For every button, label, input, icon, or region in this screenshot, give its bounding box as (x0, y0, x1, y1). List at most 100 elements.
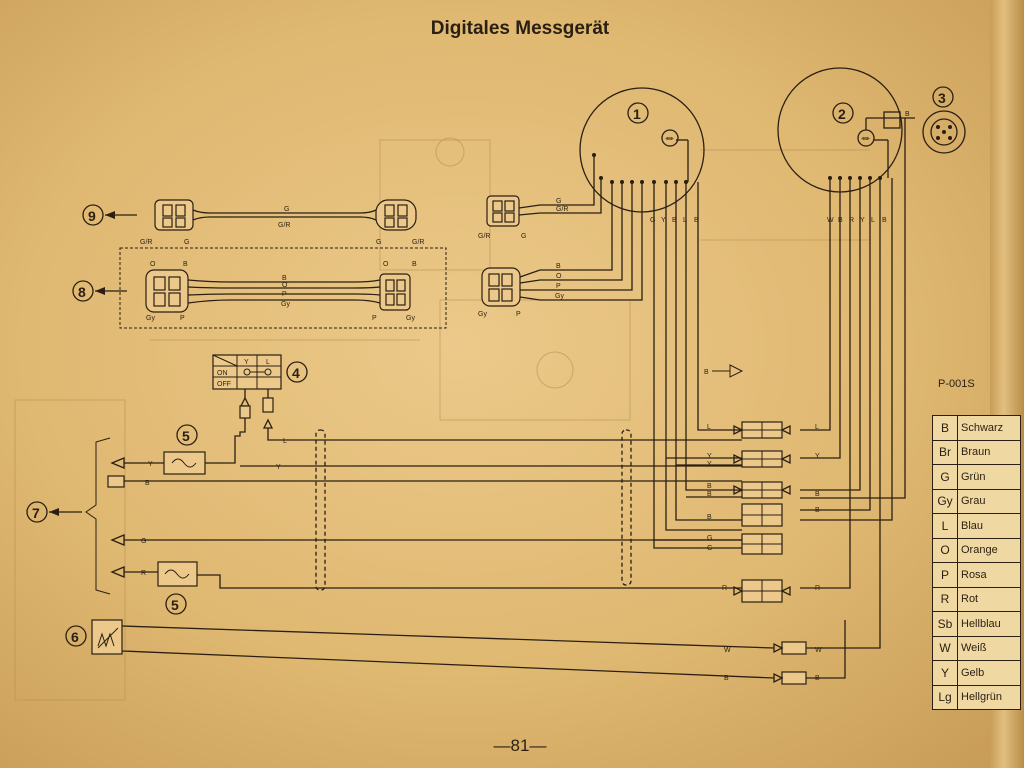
wire-color-label: Gy (406, 315, 415, 322)
wire-color-label: OFF (217, 381, 231, 388)
legend-color-name: Grau (957, 488, 1021, 514)
wire-color-label: G (521, 233, 526, 240)
callout-5b: 5 (171, 597, 179, 613)
m2-pin-label-6: B (882, 217, 887, 224)
wire-color-label: Gy (555, 293, 564, 300)
meter-1: 1 ⏛ (579, 87, 705, 213)
callout-6: 6 (71, 629, 79, 645)
wire-color-label: G/R (278, 222, 290, 229)
meter1-connectors: G G/R G/R G B O P Gy Gy P (478, 155, 643, 318)
m1-pin-label-2: Y (661, 217, 666, 224)
wire-color-label: Y (707, 461, 712, 468)
callout-8: 8 (78, 284, 86, 300)
reference-code: P-001S (938, 378, 975, 390)
m2-pin-label-4: Y (860, 217, 865, 224)
wire-color-label: ON (217, 370, 228, 377)
wire-color-label: W (815, 647, 822, 654)
callout-1: 1 (633, 106, 641, 122)
harness-7-callout: 7 (26, 501, 82, 523)
wire-color-label: P (372, 315, 377, 322)
wire-color-label: G (556, 198, 561, 205)
legend-code: B (932, 415, 958, 441)
callout-4: 4 (292, 365, 300, 381)
legend-code: Y (932, 660, 958, 686)
legend-color-name: Rot (957, 586, 1021, 612)
wire-color-label: P (516, 311, 521, 318)
wire-color-label: G (376, 239, 381, 246)
wire-color-label: B (815, 491, 820, 498)
wire-color-label: B (724, 675, 729, 682)
m1-pin-label-3: B (672, 217, 677, 224)
meter-2: 2 ⏛ B (777, 67, 915, 193)
left-wiring: L Y Y B G R (85, 424, 742, 595)
legend-code: O (932, 537, 958, 563)
wire-color-label: Gy (478, 311, 487, 318)
sensor-3: 3 (883, 86, 966, 154)
wire-color-label: B (707, 483, 712, 490)
wire-color-label: Gy (281, 301, 290, 308)
wire-color-label: P (180, 315, 185, 322)
wire-color-label: G (184, 239, 189, 246)
wire-color-label: Y (707, 453, 712, 460)
legend-color-name: Gelb (957, 660, 1021, 686)
svg-text:⏛: ⏛ (665, 134, 674, 144)
switch-4: Y L ON OFF 4 (212, 354, 308, 429)
wire-color-label: G (707, 535, 712, 542)
legend-color-name: Braun (957, 439, 1021, 465)
wire-color-label: B (815, 675, 820, 682)
legend-code: Sb (932, 611, 958, 637)
legend-code: Lg (932, 684, 958, 710)
wire-color-label: B (556, 263, 561, 270)
legend-code: L (932, 513, 958, 539)
wire-color-label: G/R (478, 233, 490, 240)
callout-7: 7 (32, 505, 40, 521)
page-number: —81— (493, 736, 547, 755)
wire-color-label: G (707, 545, 712, 552)
legend-color-name: Hellblau (957, 611, 1021, 637)
wire-color-label: B (282, 275, 287, 282)
wire-color-label: B (412, 261, 417, 268)
legend-color-name: Schwarz (957, 415, 1021, 441)
wire-color-label: B (815, 507, 820, 514)
legend-color-name: Hellgrün (957, 684, 1021, 710)
wire-color-label: G (141, 538, 146, 545)
page-title: Digitales Messgerät (430, 18, 610, 39)
wire-color-label: O (383, 261, 389, 268)
legend-color-name: Blau (957, 513, 1021, 539)
legend-color-name: Weiß (957, 635, 1021, 661)
callout-9: 9 (88, 208, 96, 224)
legend-code: P (932, 562, 958, 588)
fuse-5-lower: 5 (157, 561, 198, 615)
wire-color-label: B (145, 480, 150, 487)
svg-text:⏛: ⏛ (861, 134, 870, 144)
wire-color-label: Y (244, 359, 249, 366)
wire-color-label: O (150, 261, 156, 268)
wire-color-label: G/R (140, 239, 152, 246)
wire-color-label: G (284, 206, 289, 213)
callout-3: 3 (938, 90, 946, 106)
fuse-5-upper: 5 (163, 424, 206, 475)
meter1-feed-wires (653, 182, 742, 549)
wire-color-label: L (283, 438, 287, 445)
m2-pin-label-5: L (871, 217, 875, 224)
wire-color-label: Y (148, 461, 153, 468)
sender-6: 6 (65, 619, 775, 679)
legend-code: W (932, 635, 958, 661)
wire-color-label: P (556, 283, 561, 290)
legend-color-name: Orange (957, 537, 1021, 563)
wire-color-label: R (141, 570, 146, 577)
m2-pin-label-3: R (849, 217, 854, 224)
wire-color-label: B (704, 369, 709, 376)
meter2-feed-wires (800, 118, 906, 679)
